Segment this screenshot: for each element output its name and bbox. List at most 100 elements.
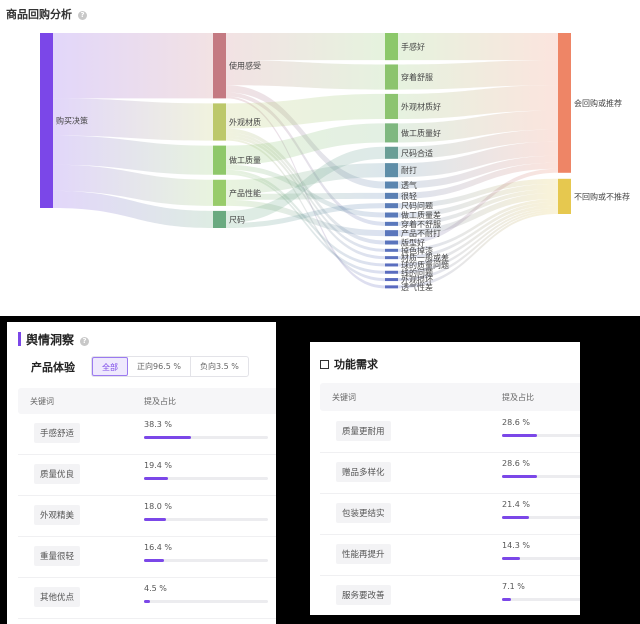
sankey-link[interactable] [226,203,385,228]
sankey-link[interactable] [226,60,385,90]
sankey-node[interactable] [385,256,398,260]
sankey-link[interactable] [226,33,385,61]
tab-negative[interactable]: 负向3.5 % [199,362,239,371]
ratio-bar-fill [502,598,511,601]
sankey-link[interactable] [398,209,558,282]
sankey-link[interactable] [226,146,385,223]
sankey-node-label: 线的问题 [401,267,433,277]
ratio-bar-fill [502,475,538,478]
keyword-tag[interactable]: 其他优点 [34,587,81,607]
sankey-node[interactable] [385,181,398,189]
sankey-link[interactable] [226,163,385,194]
sankey-link[interactable] [226,93,385,129]
keyword-tag[interactable]: 包装更结实 [336,503,391,523]
sankey-node[interactable] [385,270,398,274]
sankey-link[interactable] [398,178,558,209]
sankey-link[interactable] [398,198,558,252]
sankey-link[interactable] [53,98,213,141]
sankey-link[interactable] [226,172,385,274]
sankey-node-label: 外观材质 [229,117,261,127]
sankey-node[interactable] [213,145,226,175]
sankey-node[interactable] [213,210,226,228]
question-circle-icon[interactable]: ? [78,11,87,20]
ratio-bar [502,434,580,437]
sankey-link[interactable] [398,162,558,199]
ratio-label: 28.6 % [502,418,530,427]
sankey-link[interactable] [398,141,558,178]
sankey-node[interactable] [385,123,398,143]
sankey-link[interactable] [398,192,558,237]
sankey-link[interactable] [398,110,558,143]
sankey-node[interactable] [385,240,398,245]
sankey-link[interactable] [398,183,558,218]
sankey-link[interactable] [398,33,558,61]
question-circle-icon[interactable]: ? [80,337,90,346]
keyword-tag[interactable]: 重量很轻 [34,546,81,566]
ratio-bar-fill [144,518,167,521]
ratio-bar [502,557,580,560]
keyword-tag[interactable]: 外观精美 [34,505,81,525]
repurchase-analysis-panel: 购买决策使用感受外观材质做工质量产品性能尺码手感好穿着舒服外观材质好做工质量好尺… [0,0,640,316]
sankey-node[interactable] [385,248,398,252]
sankey-node[interactable] [385,203,398,209]
sankey-link[interactable] [398,211,558,289]
sankey-link[interactable] [226,123,385,165]
keyword-tag[interactable]: 赠品多样化 [336,462,391,482]
keyword-tag[interactable]: 性能再提升 [336,544,391,564]
sankey-node-label: 产品性能 [229,188,261,198]
sankey-node[interactable] [385,230,398,237]
sankey-node[interactable] [385,146,398,159]
sankey-node[interactable] [385,64,398,90]
sankey-link[interactable] [398,129,558,159]
sankey-node[interactable] [385,212,398,218]
sentiment-panel: 舆情洞察? 产品体验 全部 正向96.5 % 负向3.5 % 关键词 提及占比 … [7,322,276,624]
sankey-link[interactable] [398,204,558,267]
ratio-label: 19.4 % [144,461,172,470]
sankey-link[interactable] [398,201,558,260]
keyword-tag[interactable]: 质量更耐用 [336,421,391,441]
keyword-tag[interactable]: 质量优良 [34,464,81,484]
sankey-link[interactable] [226,92,385,226]
sankey-link[interactable] [53,33,213,99]
sankey-node[interactable] [558,178,571,214]
sankey-link[interactable] [53,135,213,175]
sankey-node[interactable] [385,221,398,226]
tab-all[interactable]: 全部 [92,357,128,376]
sankey-node[interactable] [385,163,398,178]
keyword-tag[interactable]: 手感舒适 [34,423,81,443]
sankey-node-label: 尺码 [229,215,245,224]
sankey-link[interactable] [53,190,213,228]
panel-title: 功能需求 [320,356,378,372]
sankey-link[interactable] [53,164,213,206]
sankey-node[interactable] [385,263,398,267]
sankey-node[interactable] [558,33,571,173]
tab-positive[interactable]: 正向96.5 % [128,357,191,376]
feature-demand-panel: 功能需求 关键词 提及占比 质量更耐用 28.6 % 赠品多样化 28.6 % … [310,342,580,615]
ratio-label: 4.5 % [144,584,167,593]
sankey-link[interactable] [226,138,385,282]
keyword-tag[interactable]: 服务要改善 [336,585,391,605]
sankey-node[interactable] [385,278,398,282]
sankey-link[interactable] [398,60,558,90]
sankey-node[interactable] [213,179,226,206]
sankey-link[interactable] [226,164,385,218]
ratio-label: 7.1 % [502,582,525,591]
sankey-node[interactable] [40,33,53,208]
sankey-node[interactable] [213,33,226,99]
table-header: 关键词 提及占比 [18,388,276,414]
sankey-link[interactable] [226,192,385,200]
header-ratio: 提及占比 [144,397,176,406]
panel-title: 舆情洞察? [26,331,90,348]
sankey-chart: 购买决策使用感受外观材质做工质量产品性能尺码手感好穿着舒服外观材质好做工质量好尺… [40,33,630,292]
sankey-node[interactable] [213,103,226,141]
sankey-node[interactable] [385,285,398,289]
sankey-node[interactable] [385,93,398,120]
sankey-link[interactable] [398,168,558,245]
ratio-bar-fill [502,434,538,437]
sankey-link[interactable] [398,155,558,189]
sankey-link[interactable] [398,207,558,274]
sankey-node[interactable] [385,33,398,61]
sankey-node[interactable] [385,192,398,199]
sankey-link[interactable] [398,85,558,120]
ratio-bar-fill [502,516,529,519]
